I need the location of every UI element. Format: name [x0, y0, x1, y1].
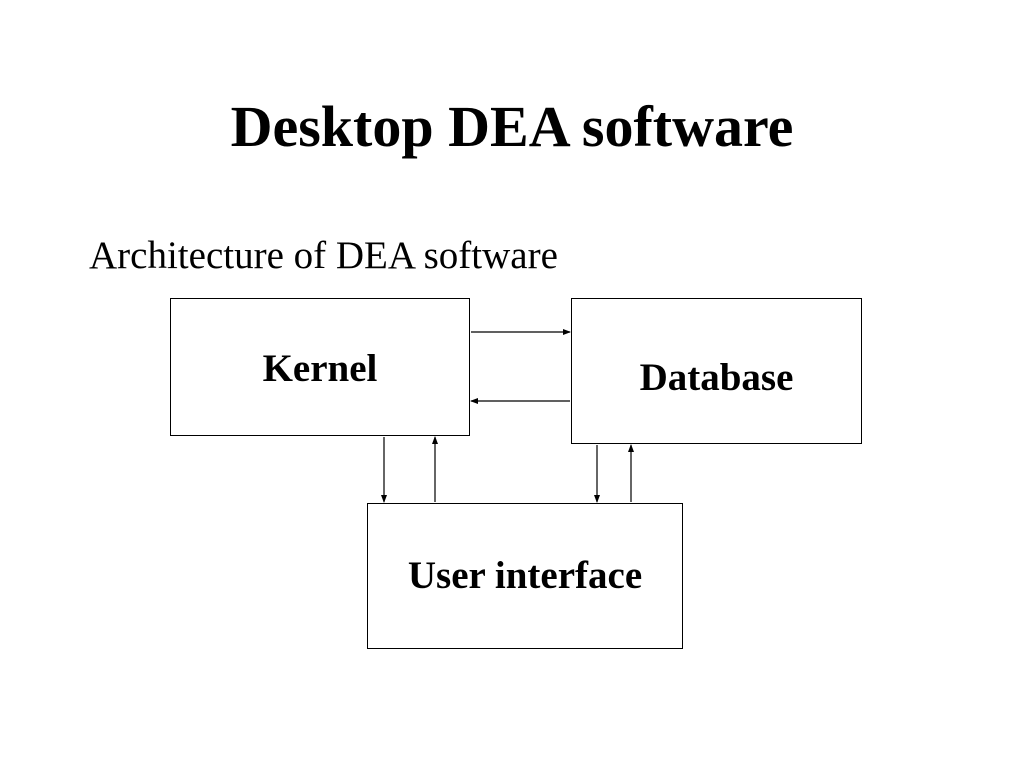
slide-subtitle: Architecture of DEA software	[89, 234, 558, 277]
user-interface-label: User interface	[407, 554, 643, 597]
database-box: Database	[571, 298, 862, 444]
kernel-label: Kernel	[262, 347, 378, 390]
database-label: Database	[639, 356, 794, 399]
kernel-box: Kernel	[170, 298, 470, 436]
slide-title: Desktop DEA software	[230, 94, 794, 159]
user-interface-box: User interface	[367, 503, 683, 649]
